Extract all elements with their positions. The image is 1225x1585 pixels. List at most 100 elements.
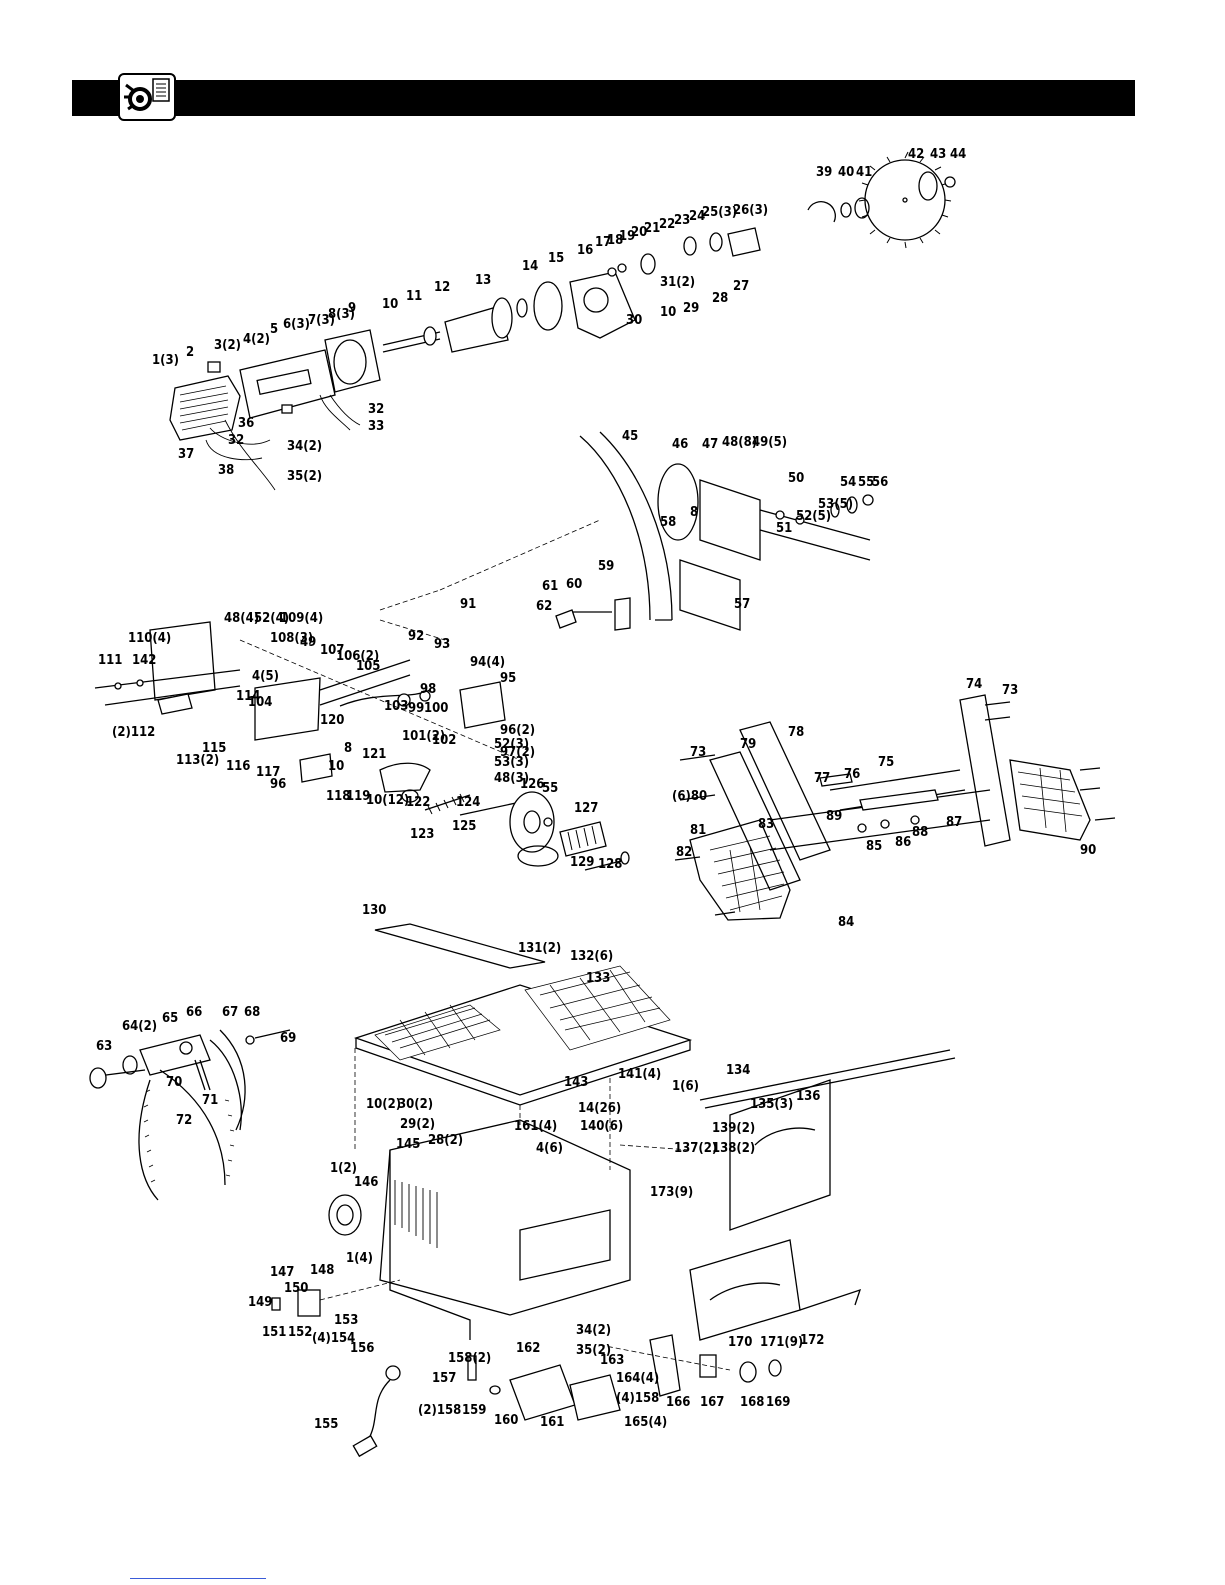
footer-link-underline[interactable] bbox=[130, 1578, 266, 1579]
callout-label: 14(26) bbox=[578, 1101, 621, 1116]
callout-label: 122 bbox=[406, 795, 430, 810]
callout-label: (6)80 bbox=[672, 789, 707, 804]
callout-label: 35(2) bbox=[576, 1343, 611, 1358]
callout-label: 4(6) bbox=[536, 1141, 563, 1156]
callout-label: 117 bbox=[256, 765, 280, 780]
callout-label: 7(3) bbox=[308, 313, 335, 328]
callout-label: 141(4) bbox=[618, 1067, 661, 1082]
callout-label: 64(2) bbox=[122, 1019, 157, 1034]
callout-label: 15 bbox=[548, 251, 564, 266]
callout-label: 99 bbox=[408, 701, 424, 716]
callout-label: 146 bbox=[354, 1175, 378, 1190]
callout-label: 33 bbox=[368, 419, 384, 434]
callout-label: 40 bbox=[838, 165, 854, 180]
callout-label: 10(12) bbox=[366, 793, 409, 808]
callout-label: 1(3) bbox=[152, 353, 179, 368]
callout-label: 159 bbox=[462, 1403, 486, 1418]
callout-label: 28(2) bbox=[428, 1133, 463, 1148]
callout-label: 22 bbox=[659, 217, 675, 232]
callout-label: 153 bbox=[334, 1313, 358, 1328]
callout-label: 56 bbox=[872, 475, 888, 490]
callout-label: 32 bbox=[368, 402, 384, 417]
callout-label: 111 bbox=[98, 653, 122, 668]
callout-label: 121 bbox=[362, 747, 386, 762]
callout-label: 52(3) bbox=[494, 737, 529, 752]
callout-label: 53(3) bbox=[494, 755, 529, 770]
callout-label: 100 bbox=[424, 701, 448, 716]
callout-label: 35(2) bbox=[287, 469, 322, 484]
callout-label: 66 bbox=[186, 1005, 202, 1020]
callout-label: 68 bbox=[244, 1005, 260, 1020]
callout-label: 120 bbox=[320, 713, 344, 728]
callout-label: 96(2) bbox=[500, 723, 535, 738]
callout-label: 39 bbox=[816, 165, 832, 180]
callout-label: 74 bbox=[966, 677, 982, 692]
callout-label: 10 bbox=[660, 305, 676, 320]
callout-label: 142 bbox=[132, 653, 156, 668]
parts-gear-list-icon bbox=[118, 73, 176, 121]
callout-label: 1(2) bbox=[330, 1161, 357, 1176]
callout-label: 150 bbox=[284, 1281, 308, 1296]
callout-label: 4(2) bbox=[243, 332, 270, 347]
callout-label: 47 bbox=[702, 437, 718, 452]
callout-label: 110(4) bbox=[128, 631, 171, 646]
callout-label: 87 bbox=[946, 815, 962, 830]
callout-label: 167 bbox=[700, 1395, 724, 1410]
callout-label: 127 bbox=[574, 801, 598, 816]
callout-label: 52(4) bbox=[254, 611, 289, 626]
callout-label: 113(2) bbox=[176, 753, 219, 768]
callout-label: 83 bbox=[758, 817, 774, 832]
callout-label: 168 bbox=[740, 1395, 764, 1410]
callout-label: 19 bbox=[619, 229, 635, 244]
callout-label: 158(2) bbox=[448, 1351, 491, 1366]
callout-label: 8 bbox=[344, 741, 352, 756]
callout-label: 67 bbox=[222, 1005, 238, 1020]
callout-label: 76 bbox=[844, 767, 860, 782]
callout-label: 105 bbox=[356, 659, 380, 674]
callout-label: 48(3) bbox=[494, 771, 529, 786]
saw-blade-assembly bbox=[807, 151, 956, 249]
callout-label: 38 bbox=[218, 463, 234, 478]
callout-label: 48(8) bbox=[722, 435, 757, 450]
callout-label: 164(4) bbox=[616, 1371, 659, 1386]
callout-label: 140(6) bbox=[580, 1119, 623, 1134]
callout-label: 96 bbox=[270, 777, 286, 792]
callout-label: 172 bbox=[800, 1333, 824, 1348]
callout-label: 17 bbox=[595, 235, 611, 250]
callout-label: 148 bbox=[310, 1263, 334, 1278]
callout-label: 44 bbox=[950, 147, 966, 162]
callout-label: 139(2) bbox=[712, 1121, 755, 1136]
callout-label: 129 bbox=[570, 855, 594, 870]
callout-label: 124 bbox=[456, 795, 480, 810]
callout-labels: 1(3) 2 3(2) 4(2) 5 6(3) 7(3) 8(3) 9 10 1… bbox=[96, 147, 1096, 1432]
callout-label: 171(9) bbox=[760, 1335, 803, 1350]
callout-label: 102 bbox=[432, 733, 456, 748]
callout-label: 94(4) bbox=[470, 655, 505, 670]
callout-label: 131(2) bbox=[518, 941, 561, 956]
callout-label: 5 bbox=[270, 322, 278, 337]
table-base-assembly bbox=[271, 923, 956, 1458]
callout-label: 161(4) bbox=[514, 1119, 557, 1134]
callout-label: 34(2) bbox=[576, 1323, 611, 1338]
callout-label: 25(3) bbox=[702, 205, 737, 220]
callout-label: 16 bbox=[577, 243, 593, 258]
callout-label: 50 bbox=[788, 471, 804, 486]
callout-label: 73 bbox=[690, 745, 706, 760]
callout-label: 24 bbox=[689, 209, 705, 224]
callout-label: 128 bbox=[598, 857, 622, 872]
callout-label: 30(2) bbox=[398, 1097, 433, 1112]
callout-label: 63 bbox=[96, 1039, 112, 1054]
callout-label: 145 bbox=[396, 1137, 420, 1152]
callout-label: 32 bbox=[228, 433, 244, 448]
callout-label: 37 bbox=[178, 447, 194, 462]
callout-label: 89 bbox=[826, 809, 842, 824]
callout-label: 69 bbox=[280, 1031, 296, 1046]
callout-label: 41 bbox=[856, 165, 872, 180]
callout-label: 151 bbox=[262, 1325, 286, 1340]
callout-label: 6(3) bbox=[283, 317, 310, 332]
tilt-bracket-assembly bbox=[379, 431, 874, 631]
motor-assembly bbox=[169, 227, 761, 491]
callout-label: 55 bbox=[542, 781, 558, 796]
callout-label: 93 bbox=[434, 637, 450, 652]
callout-label: 79 bbox=[740, 737, 756, 752]
